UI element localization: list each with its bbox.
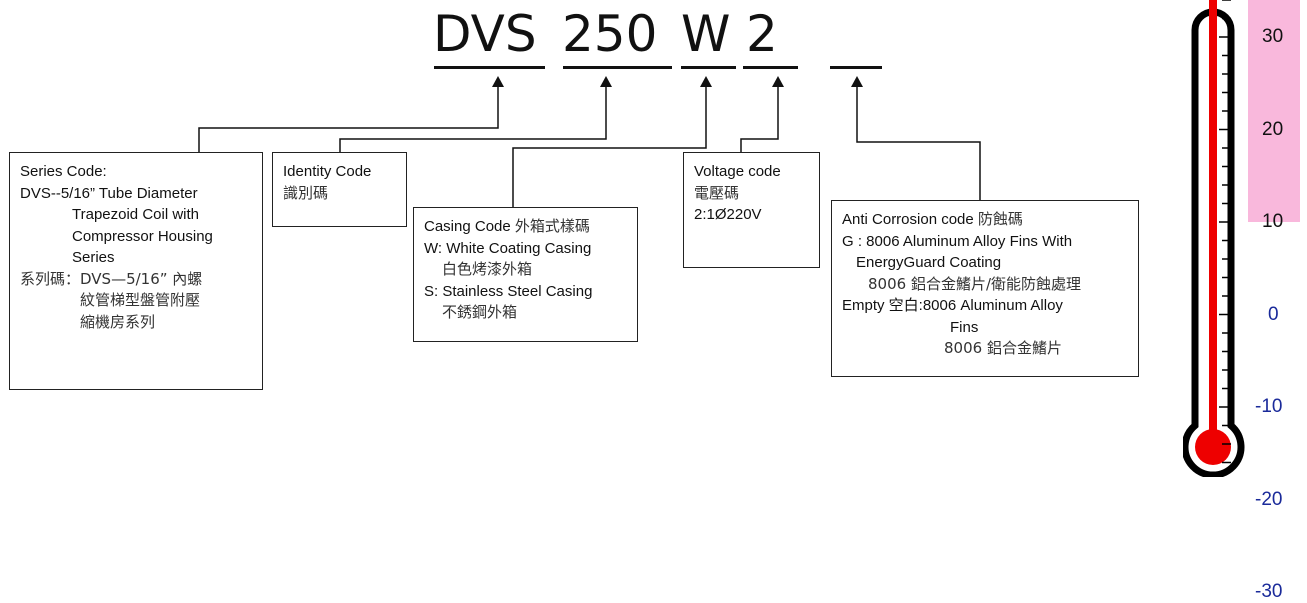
thermometer-icon bbox=[1183, 0, 1245, 477]
anticorrosion-code-box: Anti Corrosion code 防蝕碼 G : 8006 Aluminu… bbox=[831, 200, 1139, 377]
voltage-code-box: Voltage code 電壓碼 2:1Ø220V bbox=[683, 152, 820, 268]
series-line: Trapezoid Coil with bbox=[72, 206, 199, 223]
anticorrosion-title-row: Anti Corrosion code 防蝕碼 bbox=[842, 209, 1128, 231]
temperature-range-highlight bbox=[1248, 0, 1300, 222]
anticorrosion-option-cjk: 8006 鋁合金鰭片/衛能防蝕處理 bbox=[868, 274, 1081, 293]
series-line: Series bbox=[72, 249, 115, 266]
scale-label-30: 30 bbox=[1262, 26, 1284, 47]
connector-casing bbox=[512, 86, 707, 207]
thermometer-ticks bbox=[1219, 0, 1231, 464]
connector-series bbox=[198, 86, 499, 152]
casing-title: Casing Code bbox=[424, 218, 511, 235]
identity-code-box: Identity Code 識別碼 bbox=[272, 152, 407, 227]
voltage-title: Voltage code bbox=[694, 163, 781, 180]
arrowhead-identity bbox=[600, 76, 612, 87]
arrowhead-casing bbox=[700, 76, 712, 87]
connector-voltage bbox=[740, 86, 779, 152]
anticorrosion-option: Empty 空白:8006 Aluminum Alloy bbox=[842, 297, 1063, 314]
code-segment-voltage: 2 bbox=[746, 5, 778, 63]
code-segment-casing: W bbox=[681, 5, 731, 63]
underline-voltage bbox=[743, 66, 798, 69]
scale-label-20: 20 bbox=[1262, 118, 1284, 140]
casing-code-box: Casing Code 外箱式樣碼 W: White Coating Casin… bbox=[413, 207, 638, 342]
casing-option: S: Stainless Steel Casing bbox=[424, 282, 593, 300]
anticorrosion-option: Fins bbox=[950, 318, 979, 336]
anticorrosion-option: G : 8006 Aluminum Alloy Fins With bbox=[842, 232, 1073, 250]
series-line: Compressor Housing bbox=[72, 227, 213, 245]
code-segment-identity: 250 bbox=[562, 5, 658, 63]
casing-option-cjk: 白色烤漆外箱 bbox=[442, 260, 533, 278]
voltage-option: 2:1Ø220V bbox=[694, 206, 762, 223]
anticorrosion-option: EnergyGuard Coating bbox=[856, 254, 1002, 271]
series-line-cjk: 系列碼：DVS—5/16” 內螺 bbox=[20, 269, 203, 288]
underline-series bbox=[434, 66, 545, 69]
code-segment-series: DVS bbox=[433, 5, 537, 63]
series-line: DVS--5/16” Tube Diameter bbox=[20, 184, 198, 202]
series-line-cjk: 縮機房系列 bbox=[80, 312, 156, 331]
series-line-cjk: 紋管梯型盤管附壓 bbox=[80, 291, 201, 309]
anticorrosion-title: Anti Corrosion code bbox=[842, 211, 974, 228]
arrowhead-anticorrosion bbox=[851, 76, 863, 87]
connector-identity bbox=[339, 86, 607, 152]
connector-anticorrosion bbox=[856, 86, 981, 200]
anticorrosion-option-cjk: 8006 鋁合金鰭片 bbox=[944, 339, 1062, 357]
underline-identity bbox=[563, 66, 672, 69]
voltage-title-cjk: 電壓碼 bbox=[694, 183, 740, 202]
connector-lines bbox=[198, 76, 981, 207]
underline-casing bbox=[681, 66, 736, 69]
casing-option-cjk: 不銹鋼外箱 bbox=[442, 303, 518, 321]
thermometer-mercury bbox=[1209, 0, 1217, 447]
underline-anticorrosion bbox=[830, 66, 882, 69]
arrowhead-series bbox=[492, 76, 504, 87]
casing-title-row: Casing Code 外箱式樣碼 bbox=[424, 216, 627, 238]
series-title: Series Code: bbox=[20, 163, 107, 180]
scale-label-10: 10 bbox=[1262, 211, 1284, 232]
casing-option: W: White Coating Casing bbox=[424, 239, 592, 257]
series-code-box: Series Code: DVS--5/16” Tube Diameter Tr… bbox=[9, 152, 263, 390]
identity-title-cjk: 識別碼 bbox=[283, 183, 329, 202]
scale-label-0: 0 bbox=[1268, 303, 1279, 325]
arrowhead-voltage bbox=[772, 76, 784, 87]
scale-label-minus10: -10 bbox=[1255, 396, 1283, 417]
scale-label-minus20: -20 bbox=[1255, 488, 1283, 510]
casing-title-cjk: 外箱式樣碼 bbox=[514, 217, 590, 235]
scale-label-minus30: -30 bbox=[1255, 581, 1283, 602]
identity-title: Identity Code bbox=[283, 163, 372, 180]
anticorrosion-title-cjk: 防蝕碼 bbox=[977, 210, 1023, 228]
